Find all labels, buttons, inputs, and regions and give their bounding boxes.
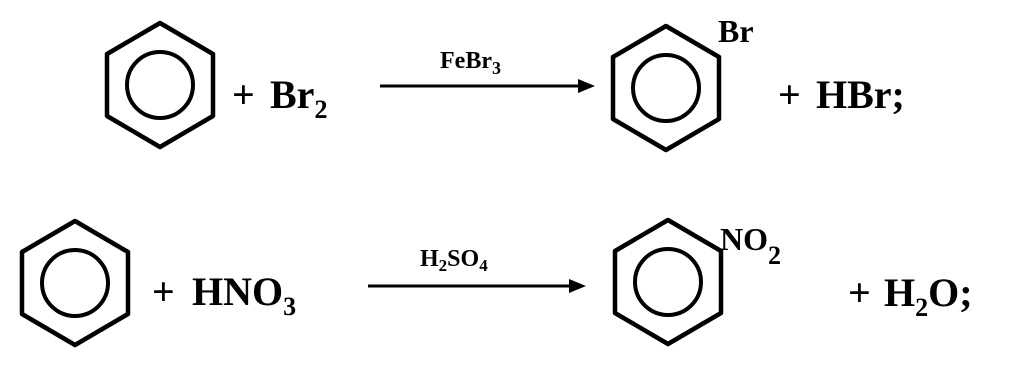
product-substituent-nitro: NO2	[720, 221, 781, 270]
reagent-bromine: Br2	[270, 72, 327, 124]
catalyst-sulfuric-acid: H2SO4	[420, 246, 488, 275]
plus-sign: +	[232, 72, 255, 117]
reaction-2: + HNO3 H2SO4 NO2 + H2O;	[19, 217, 973, 348]
byproduct-water: H2O;	[884, 270, 973, 322]
product-substituent-bromo: Br	[718, 13, 754, 49]
reaction-arrow-1	[380, 79, 595, 93]
plus-sign: +	[152, 269, 175, 314]
benzene-ring-product-1	[610, 23, 722, 153]
reaction-1: + Br2 FeBr3 Br + HBr;	[104, 13, 905, 153]
reagent-nitric-acid: HNO3	[192, 269, 296, 321]
plus-sign: +	[778, 72, 801, 117]
benzene-ring-reactant-1	[104, 20, 216, 150]
catalyst-iron-bromide: FeBr3	[440, 48, 501, 78]
benzene-ring-product-2	[612, 217, 724, 347]
byproduct-hydrogen-bromide: HBr;	[816, 72, 905, 117]
plus-sign: +	[848, 270, 871, 315]
benzene-ring-reactant-2	[19, 218, 131, 348]
reaction-arrow-2	[368, 279, 586, 293]
